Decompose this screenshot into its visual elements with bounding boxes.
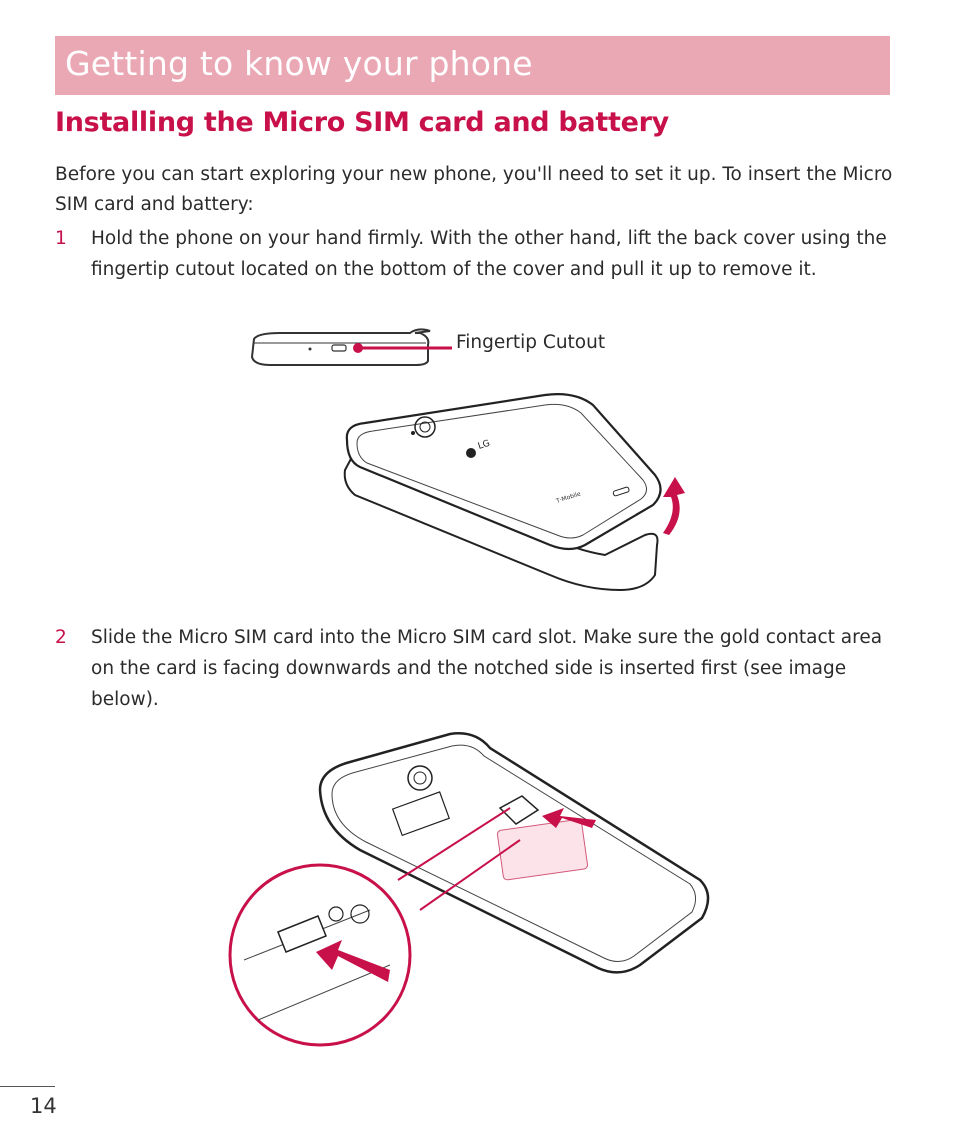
sim-slot: [391, 791, 450, 837]
camera-module: [407, 765, 433, 791]
back-cover-removal-illustration: LG T·Mobile: [343, 393, 685, 592]
fingertip-cutout-label: Fingertip Cutout: [456, 332, 606, 353]
back-cover: [345, 393, 662, 551]
lg-logo: [466, 448, 476, 458]
sim-insertion-illustration: [228, 732, 710, 1047]
step-text: Hold the phone on your hand firmly. With…: [91, 228, 887, 280]
step-text: Slide the Micro SIM card into the Micro …: [91, 627, 883, 710]
fingertip-cutout-illustration: [250, 328, 452, 366]
step-number: 1: [55, 228, 67, 249]
step-number: 2: [55, 627, 67, 648]
camera-lens: [414, 416, 436, 438]
footer-rule: [0, 1086, 55, 1087]
zoomed-sim-card: [277, 915, 327, 953]
phone-bottom-edge: [250, 328, 431, 366]
chapter-title: Getting to know your phone: [65, 44, 533, 83]
usb-port: [331, 344, 347, 352]
svg-text:LG: LG: [477, 439, 492, 452]
step-2: 2 Slide the Micro SIM card into the Micr…: [55, 622, 895, 722]
page-number: 14: [30, 1094, 57, 1118]
step-1: 1 Hold the phone on your hand firmly. Wi…: [55, 223, 895, 323]
zoom-insert-arrow-icon: [316, 940, 390, 982]
battery-area: [496, 818, 589, 881]
chapter-banner: Getting to know your phone: [55, 36, 890, 95]
lift-arrow-icon: [663, 477, 685, 535]
sim-card-icon: [498, 795, 540, 825]
section-heading: Installing the Micro SIM card and batter…: [55, 107, 669, 138]
zoom-callout: [397, 807, 521, 911]
intro-paragraph: Before you can start exploring your new …: [55, 164, 893, 215]
insert-arrow-icon: [542, 808, 596, 828]
